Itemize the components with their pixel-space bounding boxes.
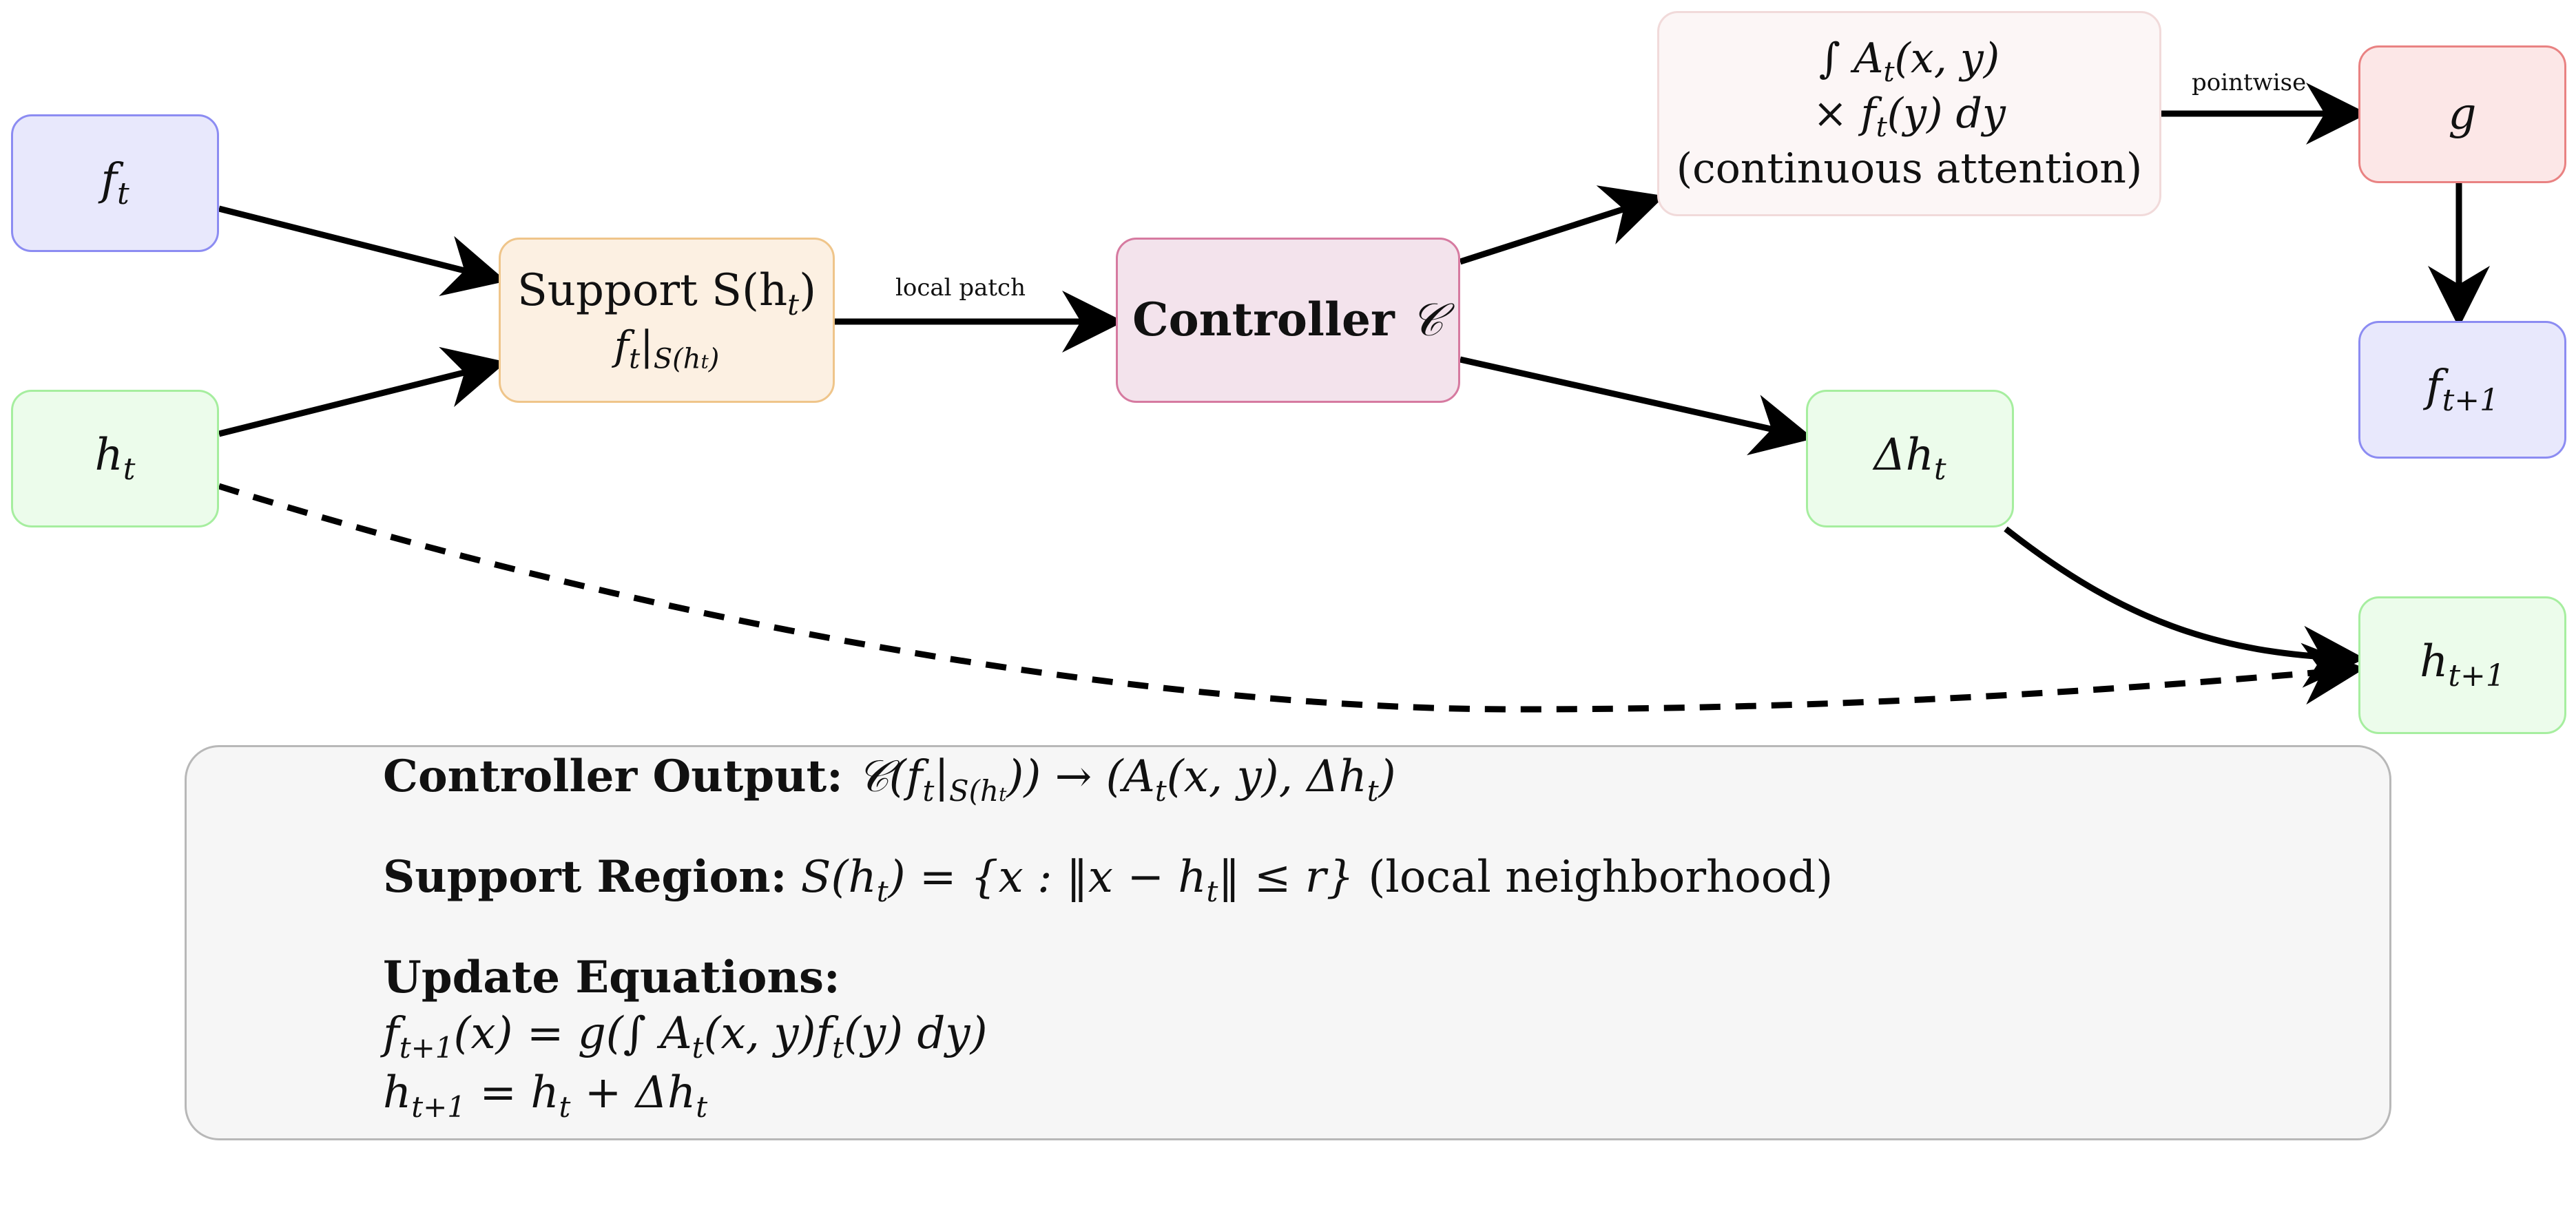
summary-panel [185, 745, 2391, 1140]
arrow-ht-to-hnext-dashed [218, 483, 2365, 713]
arrow-ft-to-support [218, 205, 507, 297]
update-equations-heading: Update Equations: [383, 952, 840, 1003]
node-h-next: ht+1 [2358, 596, 2566, 734]
edge-label-pointwise: pointwise [2192, 69, 2307, 96]
arrow-controller-to-delta [1460, 356, 1814, 456]
node-controller[interactable]: Controller 𝒞 [1116, 238, 1460, 403]
arrow-controller-to-attention [1459, 185, 1665, 265]
update-equation-f: ft+1(x) = g(∫ At(x, y)ft(y) dy) [383, 1008, 988, 1065]
node-h-t: ht [11, 390, 219, 527]
edge-label-local-patch: local patch [895, 274, 1026, 302]
controller-output-row: Controller Output: 𝒞(ft|S(ht)) → (At(x, … [383, 751, 1396, 808]
update-equation-h: ht+1 = ht + Δht [383, 1067, 708, 1124]
support-region-row: Support Region: S(ht) = {x : ‖x − ht‖ ≤ … [383, 851, 1834, 908]
node-g: g [2358, 45, 2566, 183]
arrow-ht-to-support [218, 346, 507, 437]
arrow-delta-to-hnext [2004, 526, 2365, 688]
node-continuous-attention: ∫ At(x, y) × ft(y) dy (continuous attent… [1657, 11, 2161, 216]
node-support: Support S(ht) ft|S(ht) [499, 238, 835, 403]
node-f-next: ft+1 [2358, 321, 2566, 459]
node-delta-h: Δht [1806, 390, 2014, 527]
node-f-t: ft [11, 114, 219, 252]
